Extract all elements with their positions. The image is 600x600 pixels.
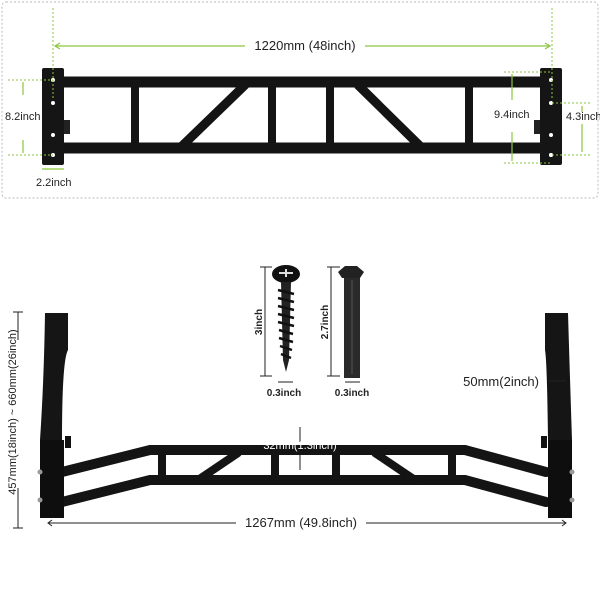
upright-width-label: 50mm(2inch) xyxy=(463,374,539,389)
tube-diameter-label: 32mm(1.3inch) xyxy=(263,440,336,452)
top-width-label: 1220mm (48inch) xyxy=(254,38,355,53)
screw-length-label: 3inch xyxy=(254,309,265,335)
hardware-dimension-lines xyxy=(260,266,360,383)
top-view-bar xyxy=(42,68,562,165)
bar-height-label: 9.4inch xyxy=(494,109,529,121)
front-width-label: 1267mm (49.8inch) xyxy=(245,515,357,530)
plate-width-label: 2.2inch xyxy=(36,177,71,189)
left-hole-span-label: 8.2inch xyxy=(5,111,40,123)
left-mounting-plate xyxy=(42,68,64,165)
right-hole-span-label: 4.3inch xyxy=(566,111,600,123)
front-dimension-lines xyxy=(13,311,567,529)
front-view-bar xyxy=(37,313,575,518)
bolt-length-label: 2.7inch xyxy=(320,305,331,339)
height-range-label: 457mm(18inch) ~ 660mm(26inch) xyxy=(7,329,19,494)
screw-diameter-label: 0.3inch xyxy=(267,388,301,399)
wood-screw xyxy=(272,265,300,372)
right-mounting-plate xyxy=(540,68,562,165)
top-panel-border xyxy=(1,1,599,199)
top-dimension-lines xyxy=(8,8,590,170)
expansion-bolt xyxy=(338,266,364,378)
bolt-diameter-label: 0.3inch xyxy=(335,388,369,399)
